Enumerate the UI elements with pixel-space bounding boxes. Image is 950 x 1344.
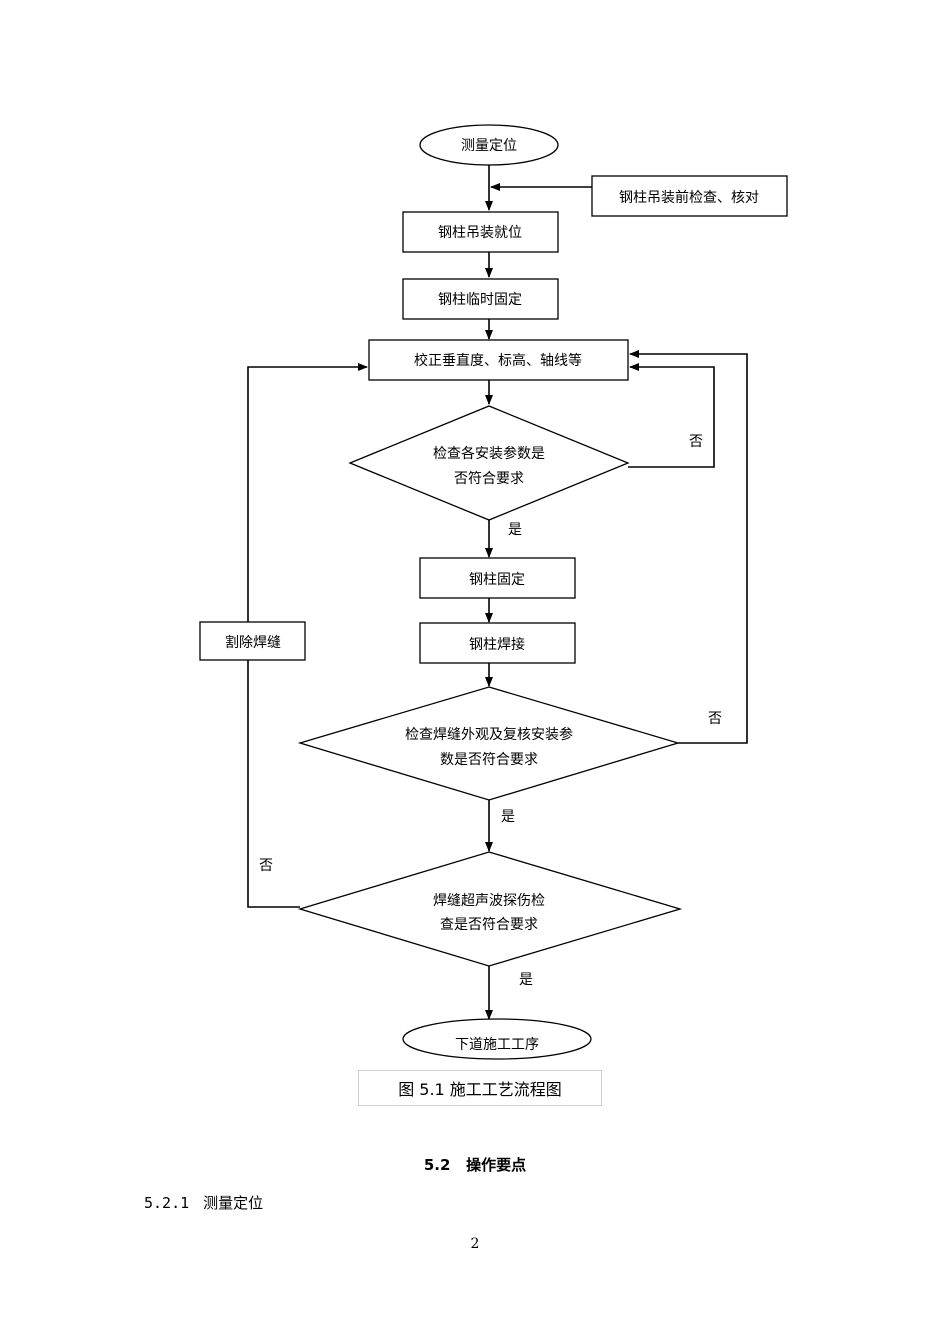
loop-remove-weld-to-correct xyxy=(247,363,368,622)
no-label-decision1: 否 xyxy=(689,434,703,450)
fix-label: 钢柱固定 xyxy=(469,572,525,588)
figure-caption: 图 5.1 施工工艺流程图 xyxy=(358,1070,602,1106)
decision2-line1: 检查焊缝外观及复核安装参 xyxy=(405,726,573,743)
subsection-heading: 5.2.1 测量定位 xyxy=(144,1192,263,1213)
decision1-line2: 否符合要求 xyxy=(454,471,524,487)
end-ellipse xyxy=(402,1018,592,1060)
page-number: 2 xyxy=(470,1236,480,1252)
no-label-decision2: 否 xyxy=(708,711,722,727)
tempfix-box xyxy=(402,278,559,320)
no-label-decision3: 否 xyxy=(259,858,273,874)
yes-label-decision1: 是 xyxy=(508,522,522,538)
weld-box xyxy=(419,622,576,664)
decision3-line2: 查是否符合要求 xyxy=(440,917,538,933)
loop-decision2-no xyxy=(629,350,748,744)
end-label: 下道施工工序 xyxy=(455,1037,539,1053)
subsection-number: 5.2.1 xyxy=(144,1194,190,1212)
decision1-diamond xyxy=(348,405,630,521)
start-label: 测量定位 xyxy=(461,138,517,154)
correct-label: 校正垂直度、标高、轴线等 xyxy=(414,352,582,369)
yes-label-decision3: 是 xyxy=(519,972,533,988)
yes-label-decision2: 是 xyxy=(501,809,515,825)
decision3-line1: 焊缝超声波探伤检 xyxy=(433,893,545,909)
subsection-title: 测量定位 xyxy=(203,1194,264,1212)
correct-box xyxy=(368,339,629,381)
construction-process-flowchart: 测量定位 钢柱吊装前检查、核对 钢柱吊装就位 钢柱临时固定 校正垂直度、标高、轴… xyxy=(199,124,788,1060)
hoist-box xyxy=(402,211,559,253)
loop-decision1-no xyxy=(628,363,715,468)
remove-weld-label: 割除焊缝 xyxy=(225,634,281,651)
decision2-line2: 数是否符合要求 xyxy=(440,752,538,768)
precheck-box xyxy=(591,175,788,217)
hoist-label: 钢柱吊装就位 xyxy=(438,225,522,241)
decision3-diamond xyxy=(297,851,683,967)
section-number: 5.2 xyxy=(423,1156,451,1174)
loop-decision3-no xyxy=(247,660,300,908)
fix-box xyxy=(419,557,576,599)
tempfix-label: 钢柱临时固定 xyxy=(438,292,522,308)
section-title: 操作要点 xyxy=(466,1156,527,1174)
section-heading: 5.2 操作要点 xyxy=(0,1154,950,1175)
precheck-label: 钢柱吊装前检查、核对 xyxy=(619,189,759,206)
start-ellipse xyxy=(419,124,559,166)
weld-label: 钢柱焊接 xyxy=(469,636,525,653)
decision1-line1: 检查各安装参数是 xyxy=(433,445,545,462)
remove-weld-box xyxy=(199,621,306,661)
decision2-diamond xyxy=(297,686,681,801)
